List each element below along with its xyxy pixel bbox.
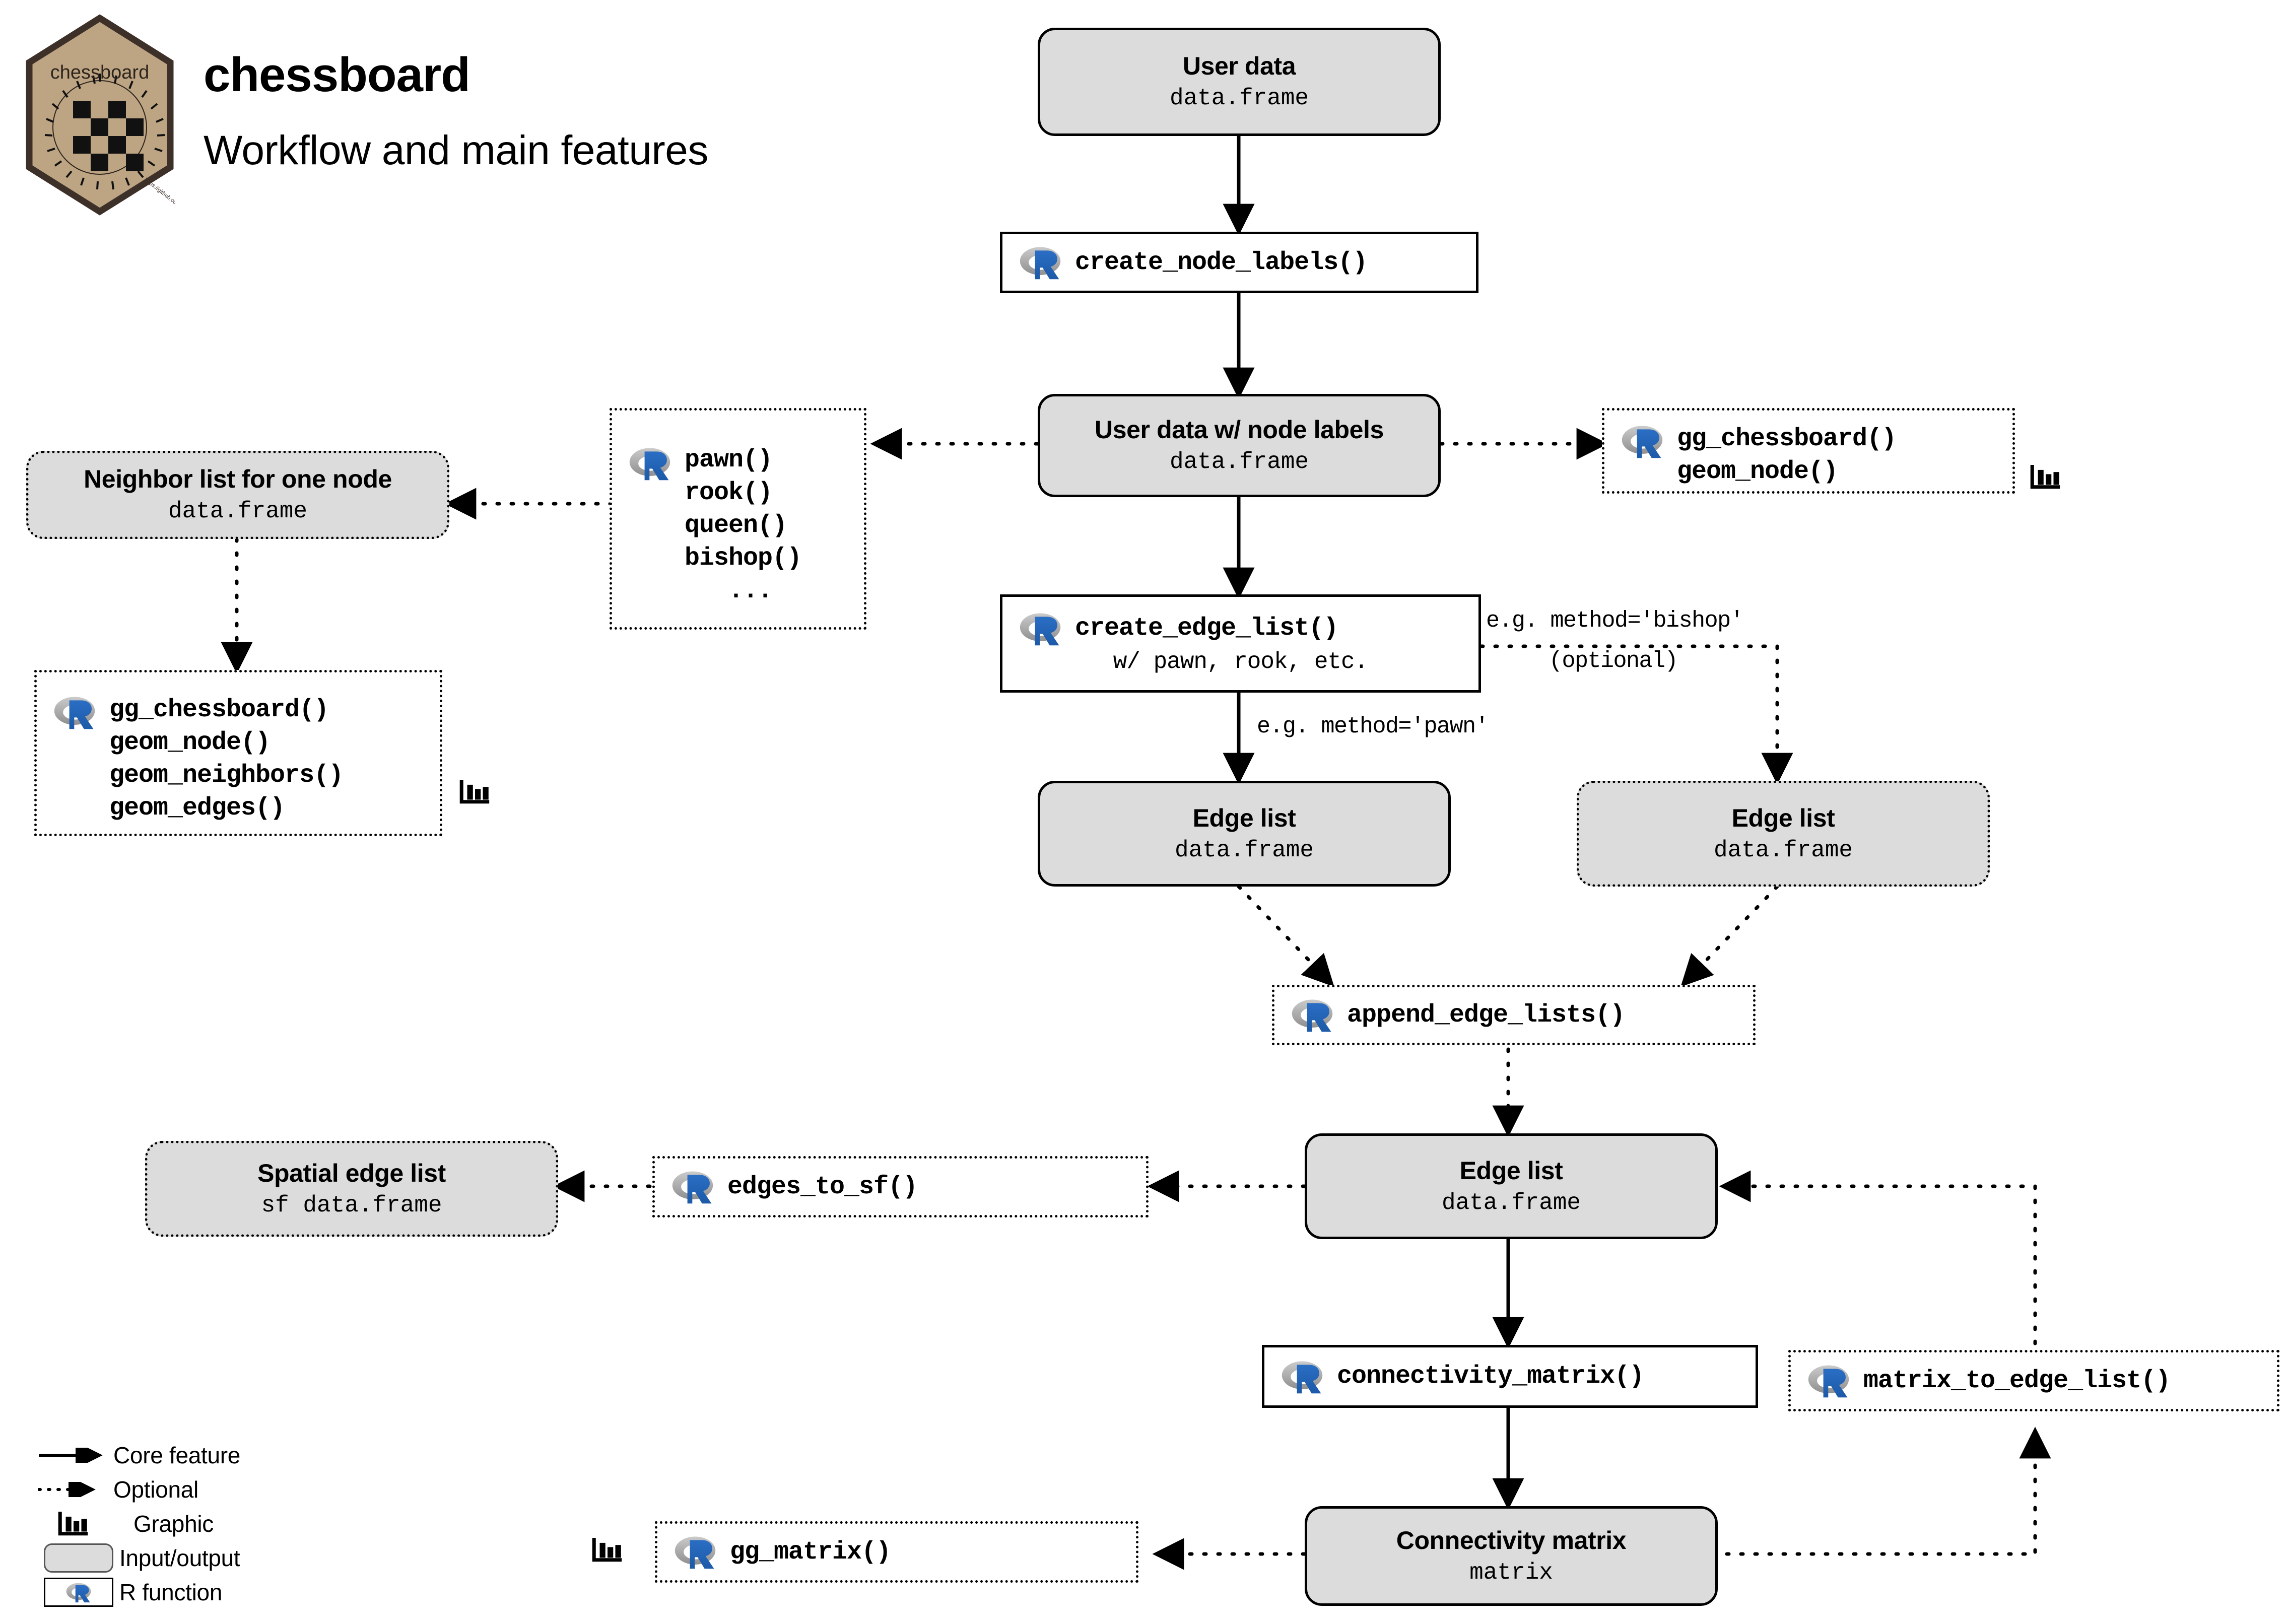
node-title: Spatial edge list [257, 1159, 446, 1187]
fn-matrix-to-edge-list[interactable]: matrix_to_edge_list() [1788, 1350, 2279, 1411]
edge-matrixtoedgelist-to-edgelistfinal [1719, 1170, 2037, 1360]
fn-gg-node-plot[interactable]: gg_chessboard() geom_node() [1602, 408, 2015, 494]
legend-label: Graphic [133, 1511, 214, 1537]
fn-label: gg_matrix() [730, 1537, 891, 1567]
r-logo-icon [1291, 997, 1334, 1033]
node-subtitle: data.frame [168, 498, 308, 525]
node-title: User data w/ node labels [1095, 416, 1384, 444]
legend-item-input-output: Input/output [38, 1541, 320, 1575]
fn-append-edge-lists[interactable]: append_edge_lists() [1272, 985, 1756, 1045]
legend-item-core-feature: Core feature [38, 1438, 320, 1472]
rounded-box-icon [44, 1543, 113, 1573]
fn-sublabel: w/ pawn, rook, etc. [1113, 648, 1368, 675]
r-function-box-icon [44, 1578, 113, 1607]
fn-edges-to-sf[interactable]: edges_to_sf() [652, 1156, 1149, 1217]
r-logo-icon [1281, 1359, 1324, 1394]
node-subtitle: data.frame [1169, 85, 1309, 112]
bar-chart-icon [2030, 463, 2061, 491]
r-logo-icon [1019, 611, 1062, 646]
fn-label: pawn() rook() queen() bishop() ... [685, 445, 802, 605]
fn-label: gg_chessboard() geom_node() [1677, 425, 1897, 486]
legend-label: Input/output [119, 1545, 240, 1571]
fn-connectivity-matrix[interactable]: connectivity_matrix() [1262, 1345, 1758, 1408]
legend-label: Optional [113, 1476, 198, 1503]
dotted-arrow-icon [38, 1482, 96, 1497]
fn-create-node-labels[interactable]: create_node_labels() [1000, 232, 1478, 293]
logo-sticker-text: chessboard [50, 62, 149, 83]
node-title: Edge list [1192, 803, 1296, 832]
legend-item-graphic: Graphic [38, 1507, 320, 1541]
node-subtitle: matrix [1469, 1559, 1553, 1586]
node-edge-list-final: Edge list data.frame [1305, 1133, 1718, 1239]
node-edge-list-pawn: Edge list data.frame [1038, 781, 1451, 887]
label-optional: (optional) [1549, 648, 1678, 674]
r-logo-icon [1621, 424, 1664, 459]
label-method-bishop: e.g. method='bishop' [1486, 608, 1744, 634]
legend-label: Core feature [113, 1442, 241, 1468]
node-title: Connectivity matrix [1396, 1526, 1627, 1554]
node-neighbor-list: Neighbor list for one node data.frame [26, 451, 449, 539]
fn-label: edges_to_sf() [727, 1172, 918, 1201]
fn-piece-moves[interactable]: pawn() rook() queen() bishop() ... [610, 408, 866, 630]
node-title: Neighbor list for one node [84, 465, 392, 494]
fn-gg-matrix[interactable]: gg_matrix() [655, 1521, 1138, 1583]
r-logo-icon [628, 446, 671, 481]
legend-item-optional: Optional [38, 1472, 320, 1507]
node-user-data: User data data.frame [1038, 28, 1441, 136]
node-edge-list-bishop: Edge list data.frame [1577, 781, 1990, 887]
r-logo-icon [671, 1169, 714, 1204]
fn-gg-neighbors-plot[interactable]: gg_chessboard() geom_node() geom_neighbo… [34, 670, 442, 836]
fn-label: append_edge_lists() [1347, 1000, 1625, 1030]
fn-create-edge-list[interactable]: create_edge_list() w/ pawn, rook, etc. [1000, 594, 1481, 693]
legend-label: R function [119, 1579, 223, 1605]
r-logo-icon [65, 1582, 92, 1603]
fn-label: create_edge_list() [1075, 614, 1338, 643]
edge-edgelistpawn-to-append [1237, 885, 1334, 987]
edge-edgelistbishop-to-append [1680, 885, 1779, 987]
fn-label: connectivity_matrix() [1337, 1362, 1644, 1391]
edge-connmatrix-to-matrixtoedgelist [1711, 1427, 2051, 1556]
node-subtitle: data.frame [1169, 449, 1309, 476]
fn-label: matrix_to_edge_list() [1863, 1366, 2171, 1395]
node-connectivity-matrix: Connectivity matrix matrix [1305, 1506, 1718, 1606]
page-title: chessboard [204, 48, 470, 102]
r-logo-icon [1019, 245, 1062, 280]
node-subtitle: sf data.frame [261, 1192, 442, 1219]
legend: Core feature Optional Graphic Input/outp… [38, 1438, 320, 1609]
node-title: Edge list [1731, 803, 1835, 832]
node-user-data-with-labels: User data w/ node labels data.frame [1038, 394, 1441, 497]
node-subtitle: data.frame [1174, 837, 1314, 863]
solid-arrow-icon [39, 1448, 103, 1463]
node-title: Edge list [1459, 1156, 1563, 1185]
label-method-pawn: e.g. method='pawn' [1257, 714, 1489, 739]
r-logo-icon [674, 1534, 717, 1570]
node-subtitle: data.frame [1713, 837, 1853, 863]
bar-chart-icon [592, 1536, 623, 1564]
fn-label: create_node_labels() [1075, 248, 1368, 277]
page-subtitle: Workflow and main features [204, 127, 708, 173]
bar-chart-icon [58, 1510, 89, 1537]
edge-createedgelist-to-edgelistbishop [1479, 644, 1793, 785]
fn-label: gg_chessboard() geom_node() geom_neighbo… [109, 696, 344, 823]
r-logo-icon [53, 695, 96, 730]
bar-chart-icon [459, 778, 491, 805]
node-title: User data [1182, 52, 1296, 81]
chessboard-hex-logo: chessboard https://github.com/frbcesab/c… [26, 14, 175, 216]
r-logo-icon [1807, 1363, 1850, 1398]
node-subtitle: data.frame [1441, 1189, 1581, 1216]
node-spatial-edge-list: Spatial edge list sf data.frame [145, 1141, 558, 1237]
legend-item-r-function: R function [38, 1575, 320, 1609]
